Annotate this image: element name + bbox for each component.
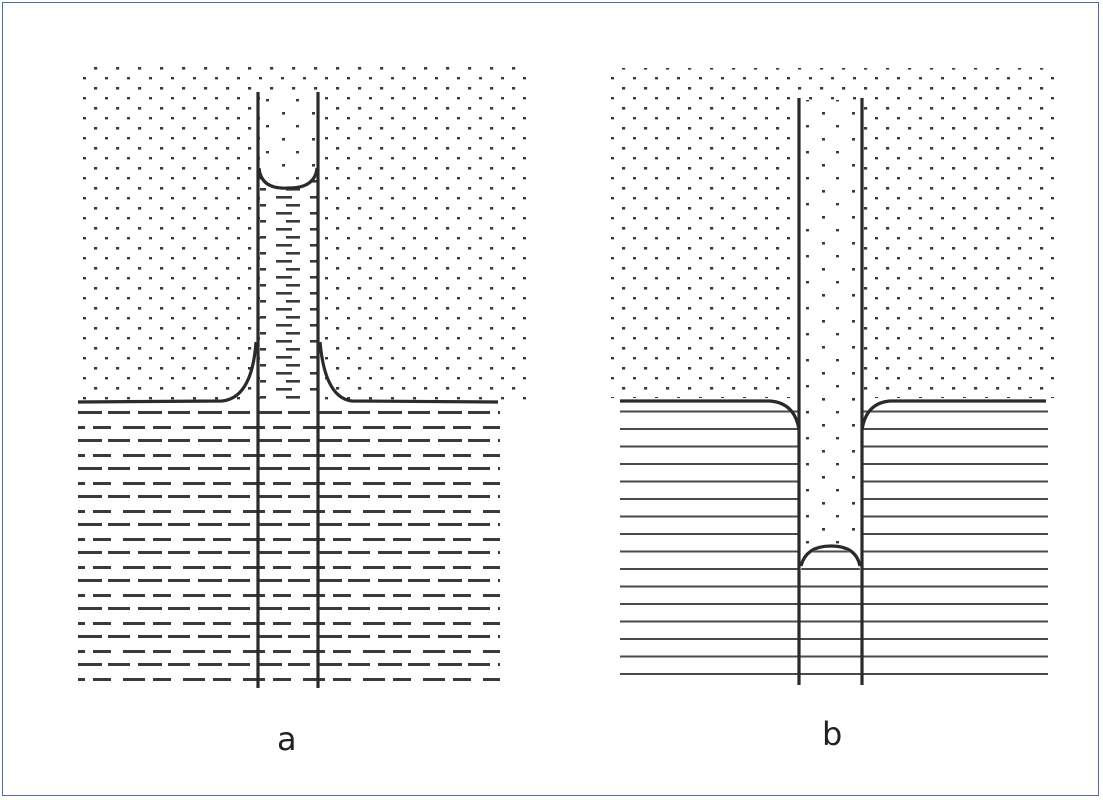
panel-b-tube-air [800,100,861,565]
panel-b [606,68,1054,685]
panel-a [77,62,528,688]
panel-a-concave-meniscus [257,167,319,190]
panel-a-liquid [78,405,500,688]
panel-b-convex-meniscus [799,544,862,567]
panel-a-liquid-surface [77,341,258,404]
panel-b-label: b [822,715,843,753]
panel-a-label: a [277,720,297,758]
